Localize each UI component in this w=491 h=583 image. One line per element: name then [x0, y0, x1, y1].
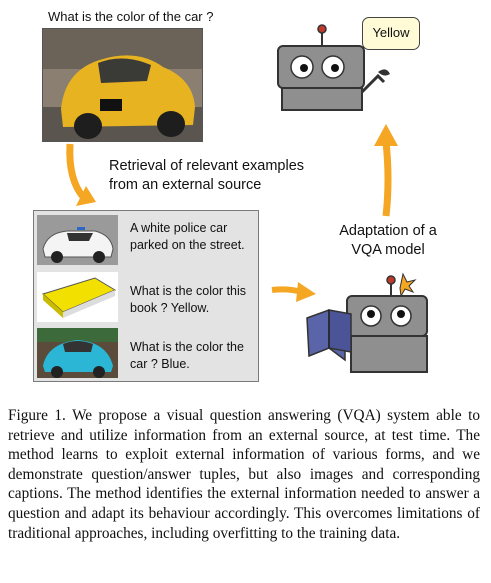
police-car-photo	[37, 215, 118, 265]
adaptation-arrow-icon	[374, 124, 398, 217]
question-text: What is the color of the car ?	[48, 9, 214, 24]
retrieval-arrow-icon	[66, 143, 96, 206]
panel-to-robot-arrow-icon	[271, 282, 316, 302]
yellow-car-photo	[42, 28, 203, 142]
example-text-2: What is the color this book ? Yellow.	[130, 284, 247, 315]
external-examples-panel: A white police car parked on the street.…	[33, 210, 259, 382]
robot-reading-icon	[306, 272, 428, 373]
yellow-book-photo	[37, 272, 118, 322]
answer-bubble: Yellow	[362, 17, 420, 50]
example-text-3: What is the color the car ? Blue.	[130, 340, 244, 371]
robot-top-icon	[277, 24, 390, 111]
adaptation-label: Adaptation of a VQA model	[339, 223, 437, 258]
figure-caption: Figure 1. We propose a visual question a…	[8, 407, 480, 542]
blue-car-photo	[37, 328, 118, 378]
retrieval-label: Retrieval of relevant examples from an e…	[109, 158, 305, 193]
example-text-1: A white police car parked on the street.	[130, 221, 245, 252]
